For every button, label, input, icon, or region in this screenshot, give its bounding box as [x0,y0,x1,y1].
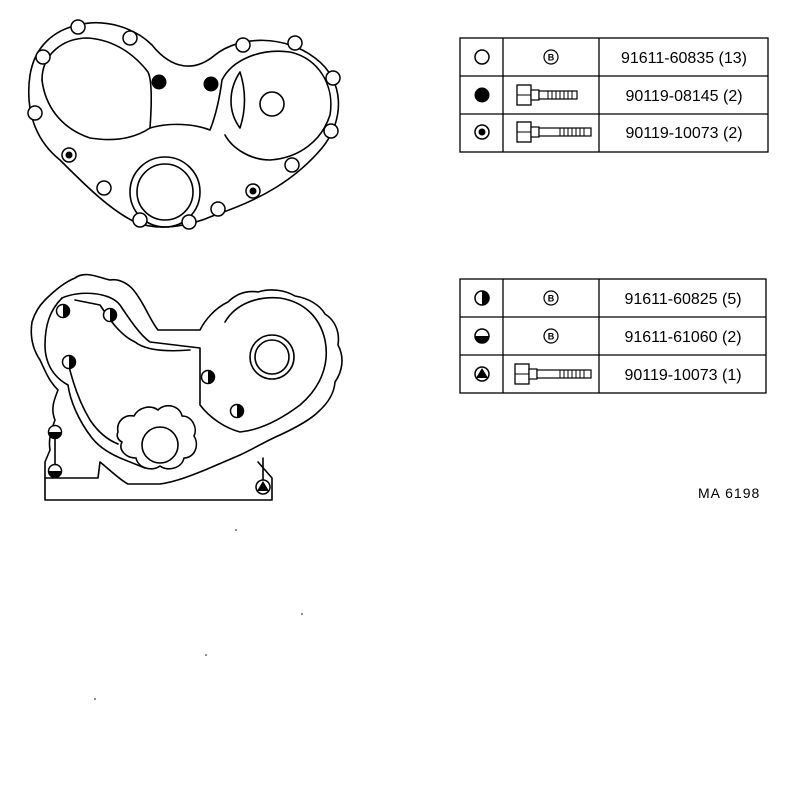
marker-double-circle [61,147,77,163]
upper-cover-outline [28,21,340,228]
marker-filled-circle [151,74,167,90]
upper-timing-cover-drawing [27,19,341,230]
marker-open-circle [284,157,300,173]
marker-open-circle [122,30,138,46]
part-number: 90119-10073 (1) [624,367,741,384]
lower-gasket-crank-boss [116,404,198,470]
marker-double-circle [245,183,261,199]
marker-open-circle [181,214,197,230]
lower-gasket-inner-left [44,297,146,469]
lower-gasket-inner-channel [61,292,327,433]
lower-gasket-crank-hole [141,426,179,464]
marker-open-circle [70,19,86,35]
upper-cover-lens-boss [230,71,246,129]
table-marker-half-bottom-filled-circle [474,328,490,344]
b-symbol-icon: B [543,49,559,65]
upper-open-circle-markers [27,19,341,230]
marker-open-circle [132,212,148,228]
upper-cover-inner-lower-edge [41,79,151,141]
long-bolt-icon [514,363,592,385]
marker-half-bottom-filled-circle [47,463,63,479]
svg-text:B: B [548,294,555,304]
svg-text:B: B [548,53,555,63]
lower-gasket-drawing [30,273,343,501]
table-marker-double-circle [474,124,490,140]
part-number: 91611-60835 (13) [621,50,747,67]
long-bolt-icon [516,121,592,143]
part-number: 91611-60825 (5) [624,291,741,308]
part-number: 90119-08145 (2) [625,88,742,105]
svg-text:B: B [548,332,555,342]
marker-open-circle [96,180,112,196]
marker-open-circle [323,123,339,139]
lower-gasket-outer-outline [30,273,343,485]
upper-cover-inner-outline [41,37,332,161]
short-bolt-icon [516,84,578,106]
marker-open-circle [235,37,251,53]
marker-half-bottom-filled-circle [47,424,63,440]
part-number: 90119-10073 (2) [625,125,742,142]
marker-half-right-filled-circle [229,403,245,419]
upper-cover-small-hole [259,91,285,117]
table-marker-open-circle [474,49,490,65]
marker-open-circle [210,201,226,217]
table-marker-half-right-filled-circle [474,290,490,306]
part-number: 91611-61060 (2) [624,329,741,346]
marker-open-circle [287,35,303,51]
marker-open-circle [27,105,43,121]
marker-half-right-filled-circle [55,303,71,319]
upper-cover-crank-boss-outer [129,156,201,228]
marker-filled-circle [203,76,219,92]
b-symbol-icon: B [543,290,559,306]
lower-gasket-cam-hole-outer [249,334,295,380]
table-marker-filled-circle [474,87,490,103]
marker-triangle-in-circle [255,479,271,495]
marker-half-right-filled-circle [102,307,118,323]
lower-gasket-cam-hole-inner [254,339,290,375]
lower-gasket-inner-rib [74,299,191,352]
fastener-table-1: B 91611-60835 (13) 90119-08145 (2) 90119… [459,37,769,153]
marker-open-circle [325,70,341,86]
b-symbol-icon: B [543,328,559,344]
marker-half-right-filled-circle [200,369,216,385]
marker-open-circle [35,49,51,65]
upper-cover-crank-boss-inner [136,163,194,221]
table-marker-triangle-in-circle [474,366,490,382]
fastener-table-2: B 91611-60825 (5) B 91611-61060 (2) 9011… [459,278,767,394]
lower-gasket-foot [44,461,273,501]
drawing-code: MA 6198 [698,485,760,501]
marker-half-right-filled-circle [61,354,77,370]
scan-specks [94,529,303,700]
lower-gasket-inner-rib-2 [67,361,119,445]
